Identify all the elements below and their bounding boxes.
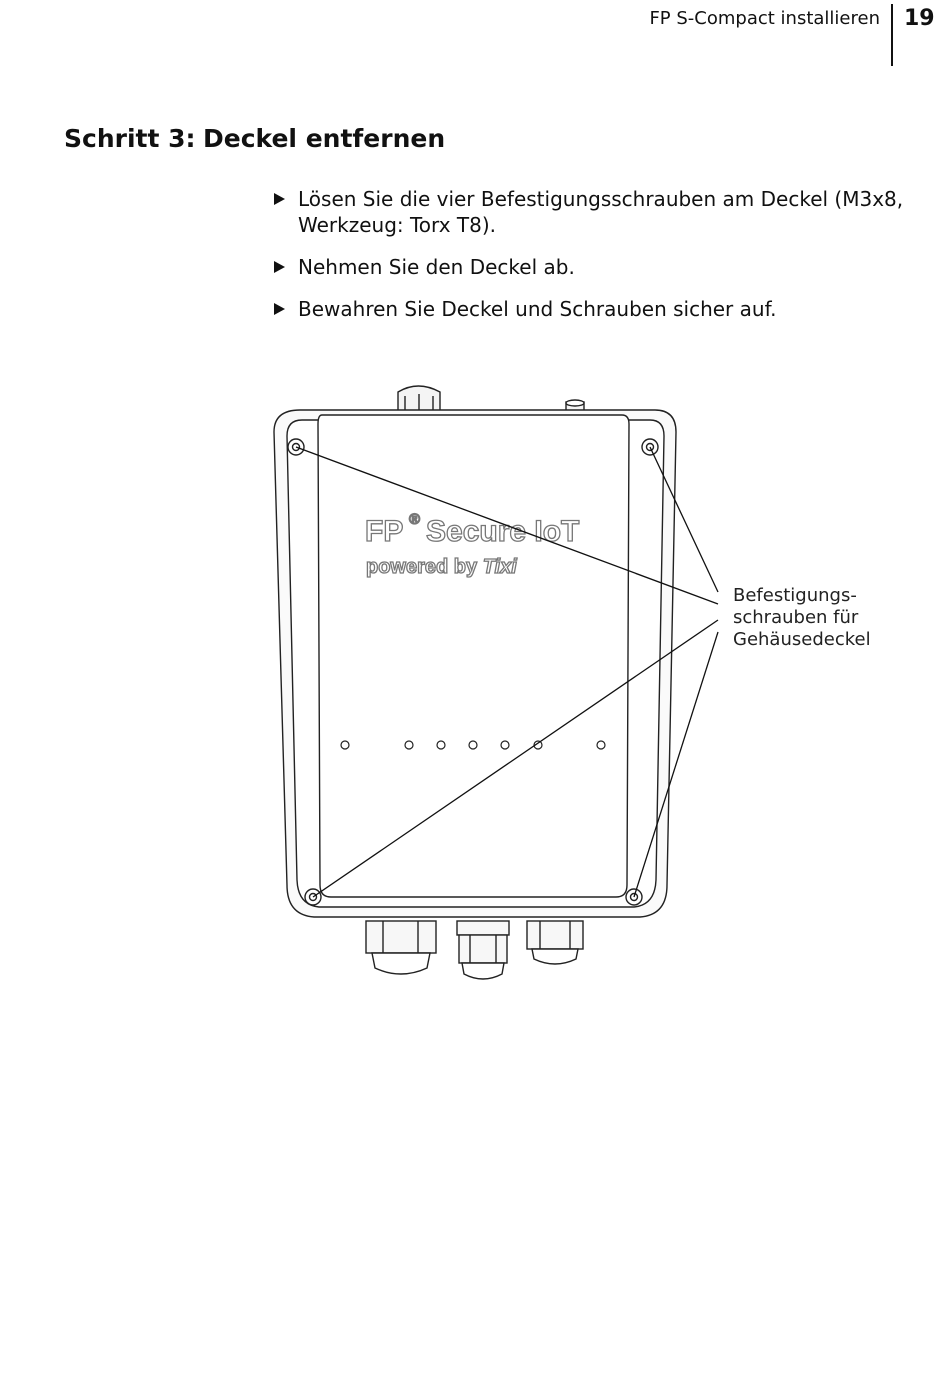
header-title: FP S-Compact installieren xyxy=(649,8,880,29)
led-icon xyxy=(340,740,350,750)
instruction-text: Nehmen Sie den Deckel ab. xyxy=(298,255,575,279)
brand-secure-iot: Secure IoT xyxy=(426,515,579,548)
housing-lid xyxy=(317,414,630,898)
bottom-cable-gland-left xyxy=(365,920,437,975)
brand-fp: FP xyxy=(365,515,403,548)
led-icon xyxy=(533,740,543,750)
callout-leaders xyxy=(295,446,719,898)
brand-tagline: powered by Tixi xyxy=(366,556,517,578)
bullet-triangle-icon xyxy=(274,261,285,273)
step-label: Schritt 3: xyxy=(64,124,196,153)
instruction-item: Lösen Sie die vier Befestigungsschrauben… xyxy=(274,186,914,238)
instruction-item: Nehmen Sie den Deckel ab. xyxy=(274,254,914,280)
step-heading: Schritt 3:Deckel entfernen xyxy=(64,124,445,153)
header-divider xyxy=(891,4,893,66)
led-icon xyxy=(500,740,510,750)
screw-icon xyxy=(287,438,305,456)
bottom-cable-gland-middle xyxy=(456,920,510,980)
step-title: Deckel entfernen xyxy=(203,124,446,153)
instruction-list: Lösen Sie die vier Befestigungsschrauben… xyxy=(274,186,914,338)
device-illustration: FP ® Secure IoT powered by Tixi xyxy=(273,385,719,980)
callout-line: schrauben für xyxy=(733,607,859,628)
top-cable-gland xyxy=(397,385,441,413)
led-icon xyxy=(436,740,446,750)
bullet-triangle-icon xyxy=(274,303,285,315)
led-icon xyxy=(468,740,478,750)
led-icon xyxy=(596,740,606,750)
callout-line: Gehäusedeckel xyxy=(733,629,871,650)
led-icon xyxy=(404,740,414,750)
bullet-triangle-icon xyxy=(274,193,285,205)
screw-callout: Befestigungs- schrauben für Gehäusedecke… xyxy=(733,585,871,651)
callout-line: Befestigungs- xyxy=(733,585,857,606)
instruction-item: Bewahren Sie Deckel und Schrauben sicher… xyxy=(274,296,914,322)
brand-registered: ® xyxy=(409,511,420,528)
instruction-text: Bewahren Sie Deckel und Schrauben sicher… xyxy=(298,297,777,321)
page-number: 19 xyxy=(904,6,935,31)
instruction-text: Lösen Sie die vier Befestigungsschrauben… xyxy=(298,187,904,237)
bottom-cable-gland-right xyxy=(526,920,584,965)
